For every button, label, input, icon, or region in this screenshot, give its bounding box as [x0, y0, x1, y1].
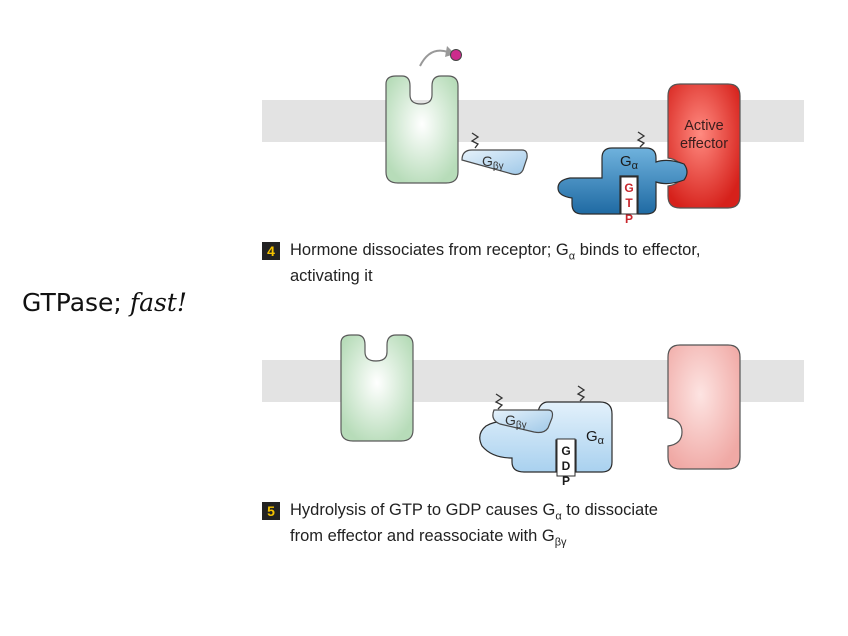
step-4-text-line2: activating it	[290, 267, 373, 286]
side-note-emphasis: fast!	[129, 288, 187, 317]
g-betagamma-label-panel4: Gβγ	[482, 153, 504, 172]
step-5-caption: 5 Hydrolysis of GTP to GDP causes Gα to …	[262, 500, 822, 553]
step-5-badge: 5	[262, 502, 280, 520]
dissociation-arrow	[419, 49, 449, 67]
g-alpha-label-panel5: Gα	[586, 428, 605, 447]
gdp-letter-d: D	[562, 459, 571, 473]
step-4-text-sub: α	[568, 250, 576, 263]
effector-label-line1: Active	[684, 118, 724, 134]
g-alpha-tail-panel5	[576, 385, 586, 402]
step-4-text: Hormone dissociates from receptor; Gα bi…	[290, 240, 822, 286]
step-5-text: Hydrolysis of GTP to GDP causes Gα to di…	[290, 500, 822, 553]
gbg-tail-panel4	[470, 132, 480, 149]
side-note-prefix: GTPase;	[22, 288, 130, 317]
gbg-tail-panel5	[494, 393, 504, 410]
step-4-badge: 4	[262, 242, 280, 260]
step-5-text-sub: α	[555, 510, 562, 523]
side-note: GTPase; fast!	[22, 288, 187, 317]
receptor-panel5	[340, 334, 414, 442]
gdp-letter-g: G	[561, 444, 570, 458]
step-5-text-line2-sub: βγ	[554, 536, 567, 549]
g-betagamma-label-panel5: Gβγ	[505, 412, 527, 431]
step-5-text-a: Hydrolysis of GTP to GDP causes G	[290, 501, 556, 519]
g-betagamma-panel5	[492, 409, 554, 434]
effector-inactive	[667, 344, 741, 470]
g-alpha-active	[557, 147, 688, 215]
gtp-letter-g: G	[624, 181, 633, 195]
gtp-pocket	[620, 176, 638, 215]
g-betagamma-panel4	[461, 149, 528, 176]
g-alpha-label-panel4: Gα	[620, 153, 639, 172]
gtp-letter-t: T	[625, 196, 633, 210]
step-4-text-b: binds to effector,	[575, 241, 701, 259]
step-5-text-b: to dissociate	[561, 501, 658, 519]
step-4-caption: 4 Hormone dissociates from receptor; Gα …	[262, 240, 822, 286]
step-5-text-line2: from effector and reassociate with G	[290, 527, 555, 546]
receptor-panel4	[385, 75, 459, 184]
step-4-text-a: Hormone dissociates from receptor; G	[290, 241, 569, 259]
g-alpha-tail-panel4	[636, 131, 646, 148]
gdp-pocket	[556, 438, 576, 477]
gdp-letter-p: P	[562, 474, 570, 488]
gtp-letter-p: P	[625, 212, 633, 226]
effector-label-line2: effector	[680, 136, 728, 152]
hormone-ligand	[450, 49, 462, 61]
